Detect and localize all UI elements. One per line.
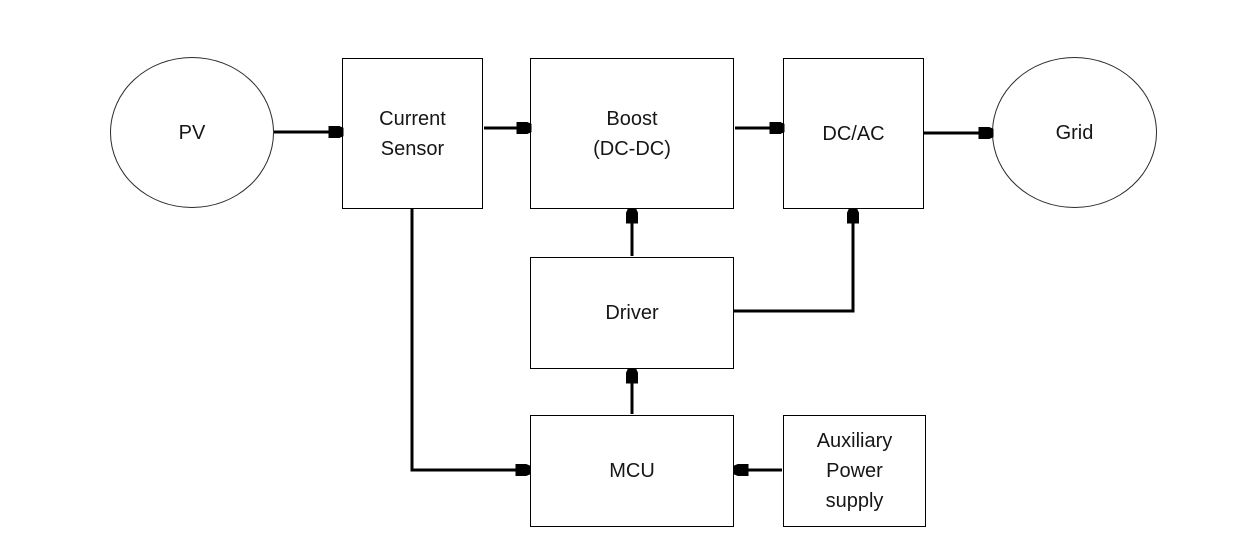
current-sensor-node: Current Sensor <box>342 58 483 209</box>
auxiliary-power-supply-label: Auxiliary Power supply <box>816 430 893 512</box>
driver-node: Driver <box>530 257 734 369</box>
dc-ac-node: DC/AC <box>783 58 924 209</box>
driver-label: Driver <box>605 302 659 324</box>
mcu-label: MCU <box>609 460 655 482</box>
arrow-current-sensor-to-mcu <box>410 209 528 470</box>
current-sensor-label: Current Sensor <box>379 107 446 160</box>
auxiliary-power-supply-node: Auxiliary Power supply <box>783 415 926 527</box>
mcu-node: MCU <box>530 415 734 527</box>
arrow-driver-to-dc-ac <box>734 211 853 313</box>
dc-ac-label: DC/AC <box>822 122 885 145</box>
grid-node: Grid <box>992 57 1157 208</box>
pv-node: PV <box>110 57 274 208</box>
grid-label: Grid <box>1055 121 1094 144</box>
pv-label: PV <box>178 121 206 144</box>
boost-dcdc-label: Boost (DC-DC) <box>593 107 671 160</box>
boost-dcdc-node: Boost (DC-DC) <box>530 58 734 209</box>
